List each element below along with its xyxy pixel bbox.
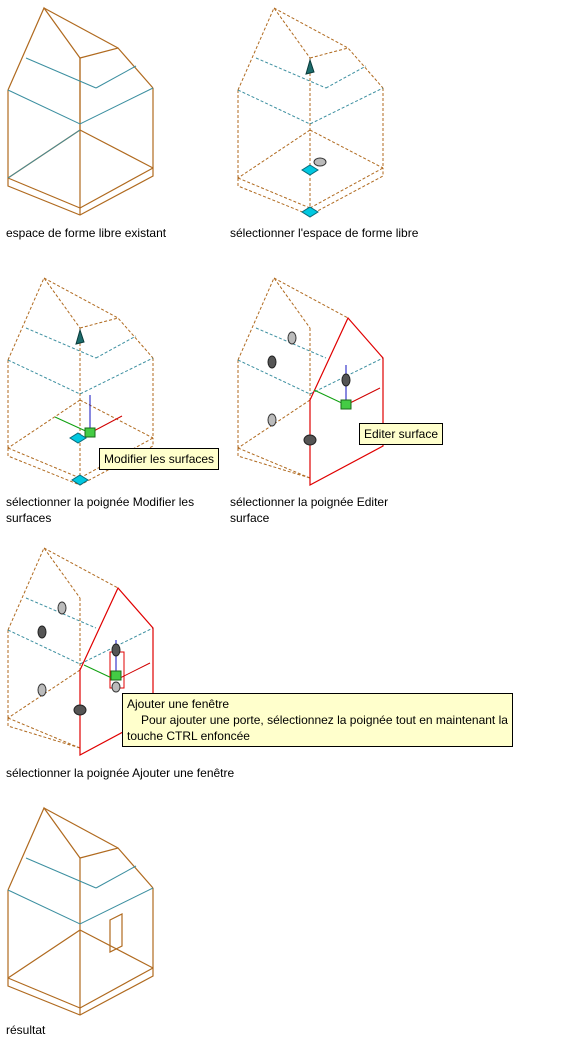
gray-ellipse-grip-icon[interactable]: [287, 331, 297, 345]
step-6-panel: résultat: [0, 800, 220, 1045]
cyan-diamond-grip-icon[interactable]: [301, 206, 319, 218]
step-1-panel: espace de forme libre existant: [0, 0, 220, 245]
gray-ellipse-grip-icon[interactable]: [111, 643, 121, 657]
cyan-diamond-grip-icon[interactable]: [69, 432, 87, 444]
gray-ellipse-grip-icon[interactable]: [303, 434, 317, 446]
step-3-caption: sélectionner la poignée Modifier les sur…: [6, 495, 195, 525]
gray-ellipse-grip-icon[interactable]: [267, 355, 277, 369]
gray-ellipse-grip-icon[interactable]: [111, 681, 121, 693]
tooltip-text: Modifier les surfaces: [104, 452, 215, 466]
edit-surface-tooltip: Editer surface: [359, 423, 444, 445]
step-1-caption: espace de forme libre existant: [6, 226, 167, 240]
step-2-caption: sélectionner l'espace de forme libre: [230, 226, 419, 240]
tooltip-text: Editer surface: [364, 427, 439, 441]
step-2-panel: sélectionner l'espace de forme libre: [230, 0, 560, 245]
teal-triangle-grip-icon[interactable]: [305, 58, 315, 75]
modify-surfaces-tooltip: Modifier les surfaces: [99, 448, 220, 470]
selected-surface-outline: [309, 316, 384, 487]
house-dashed-drawing: [7, 276, 154, 486]
cyan-diamond-grip-icon[interactable]: [71, 474, 89, 486]
add-window-tooltip: Ajouter une fenêtre Pour ajouter une por…: [122, 693, 513, 747]
step-4-panel: Editer surface sélectionner la poignée E…: [230, 270, 560, 530]
house-dashed-drawing: [7, 546, 154, 757]
gray-ellipse-grip-icon[interactable]: [37, 625, 47, 639]
window-opening: [109, 913, 123, 953]
house-dashed-drawing: [237, 6, 384, 218]
step-3-panel: Modifier les surfaces sélectionner la po…: [0, 270, 230, 530]
gray-ellipse-grip-icon[interactable]: [73, 704, 87, 716]
tooltip-line: Pour ajouter une porte, sélectionnez la …: [141, 713, 508, 727]
cyan-diamond-grip-icon[interactable]: [301, 164, 319, 176]
gray-ellipse-grip-icon[interactable]: [341, 373, 351, 387]
teal-triangle-grip-icon[interactable]: [75, 328, 85, 345]
house-solid-drawing: [7, 6, 154, 216]
green-square-grip-icon[interactable]: [110, 670, 122, 681]
gray-ellipse-grip-icon[interactable]: [313, 157, 327, 167]
house-dashed-drawing: [237, 276, 384, 487]
step-5-caption: sélectionner la poignée Ajouter une fenê…: [6, 766, 235, 780]
ucs-axis-icon: [54, 395, 123, 434]
gray-ellipse-grip-icon[interactable]: [57, 601, 67, 615]
step-5-panel: Ajouter une fenêtre Pour ajouter une por…: [0, 540, 560, 785]
step-4-caption: sélectionner la poignée Editer surface: [230, 495, 389, 525]
green-square-grip-icon[interactable]: [340, 399, 352, 410]
green-square-grip-icon[interactable]: [84, 427, 96, 438]
gray-ellipse-grip-icon[interactable]: [267, 413, 277, 427]
house-solid-drawing: [7, 806, 154, 1016]
tooltip-line: touche CTRL enfoncée: [127, 729, 250, 743]
step-6-caption: résultat: [6, 1023, 46, 1037]
tooltip-title: Ajouter une fenêtre: [127, 697, 230, 711]
gray-ellipse-grip-icon[interactable]: [37, 683, 47, 697]
